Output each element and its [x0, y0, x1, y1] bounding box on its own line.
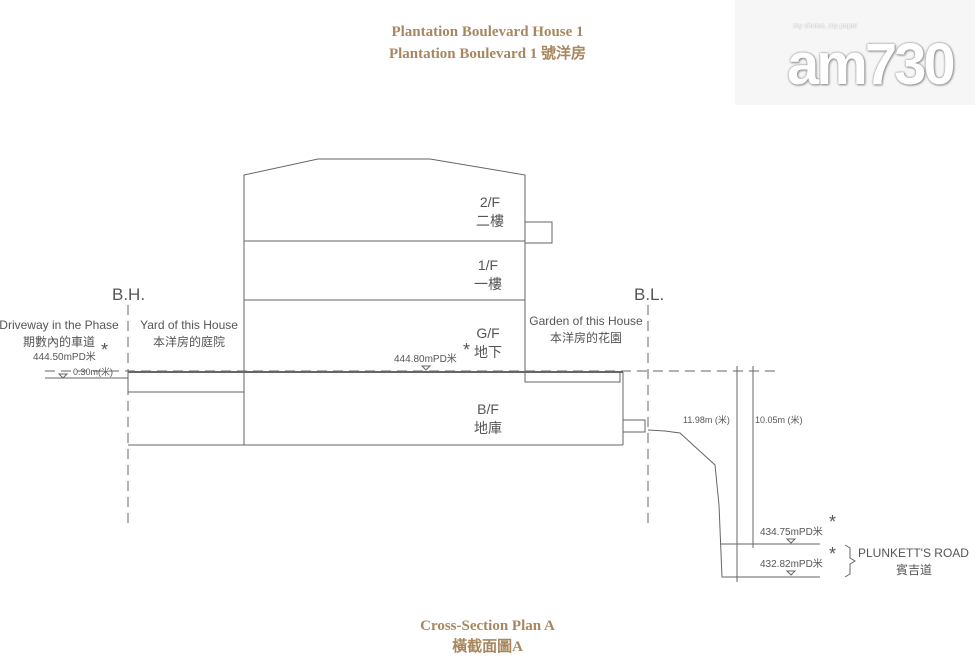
caption-en: Cross-Section Plan A	[420, 618, 555, 634]
asterisk-ground: *	[463, 340, 471, 360]
road-brace	[844, 544, 856, 578]
garden-slab	[524, 371, 621, 383]
slope-profile	[647, 429, 820, 578]
road-upper-level: 434.75mPD米	[760, 527, 823, 538]
bl-marker: B.L.	[634, 285, 665, 304]
logo-tagline: my choice, my paper	[793, 23, 858, 30]
basement-ledge	[622, 419, 646, 433]
level-marker-road-upper	[785, 538, 797, 544]
asterisk-road-upper: *	[829, 512, 837, 532]
yard-slab	[127, 371, 245, 393]
road-lower-level: 432.82mPD米	[760, 559, 823, 570]
title-en: Plantation Boulevard House 1	[391, 24, 584, 40]
title-zh: Plantation Boulevard 1 號洋房	[388, 46, 587, 62]
logo-mark: am730	[787, 32, 956, 97]
offset-dimension: 0.30m(米)	[73, 367, 114, 377]
bh-marker: B.H.	[112, 285, 146, 304]
am730-logo: my choice, my paper am730	[735, 0, 975, 105]
ground-level: 444.80mPD米	[394, 354, 457, 365]
driveway-level: 444.50mPD米	[33, 352, 96, 363]
level-marker-driveway	[57, 373, 69, 379]
asterisk-driveway: *	[101, 340, 109, 360]
dim-total-label: 11.98m (米)	[683, 415, 730, 425]
caption-zh: 橫截面圖A	[452, 639, 523, 655]
level-marker-road-lower	[785, 570, 797, 576]
asterisk-road-lower: *	[829, 544, 837, 564]
bay-window	[524, 221, 553, 244]
dim-upper-label: 10.05m (米)	[755, 415, 803, 425]
level-marker-ground	[420, 365, 432, 371]
